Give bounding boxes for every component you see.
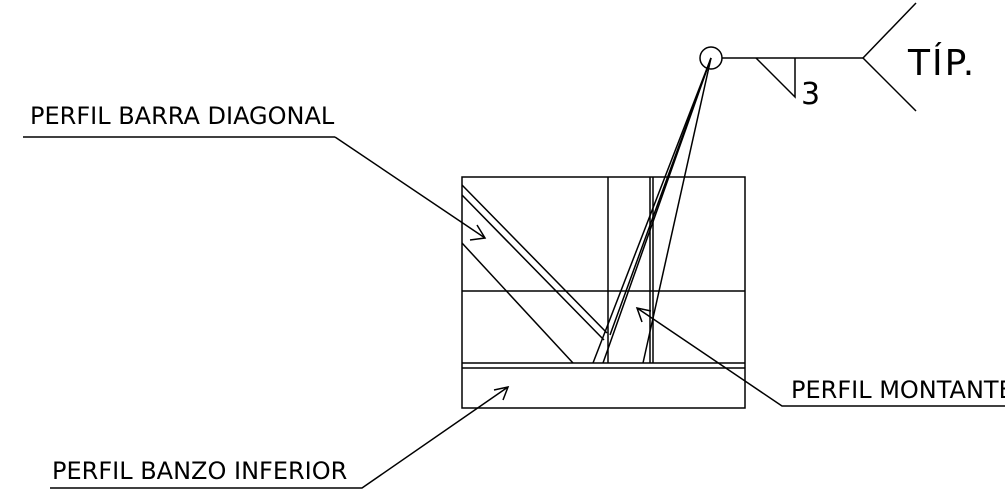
banzo-leader — [50, 386, 509, 489]
fillet-weld-symbol — [755, 57, 796, 99]
diagonal-edge-1 — [461, 184, 608, 334]
weld-arrow-line-3 — [642, 57, 712, 364]
weld-tail-note: TÍP. — [907, 42, 976, 84]
joint-outline — [461, 176, 746, 409]
weld-size-label: 3 — [801, 77, 820, 112]
weld-arrow-line-4 — [609, 57, 712, 336]
weld-tail-lower — [862, 57, 917, 112]
label-perfil-barra-diagonal: PERFIL BARRA DIAGONAL — [30, 102, 335, 130]
montante-leader — [636, 307, 1005, 407]
banzo-leader-arrow — [493, 385, 510, 401]
diagonal-edge-3 — [461, 242, 574, 364]
weld-arrow-line-1 — [592, 57, 712, 364]
label-perfil-banzo-inferior: PERFIL BANZO INFERIOR — [52, 457, 347, 485]
diagonal-edge-2 — [461, 194, 605, 341]
weld-tail-upper — [862, 2, 917, 59]
montante-leader-arrow — [635, 306, 652, 323]
label-perfil-montante: PERFIL MONTANTE — [791, 376, 1005, 404]
diagonal-leader-arrow — [469, 224, 487, 241]
diagonal-leader — [334, 136, 486, 239]
